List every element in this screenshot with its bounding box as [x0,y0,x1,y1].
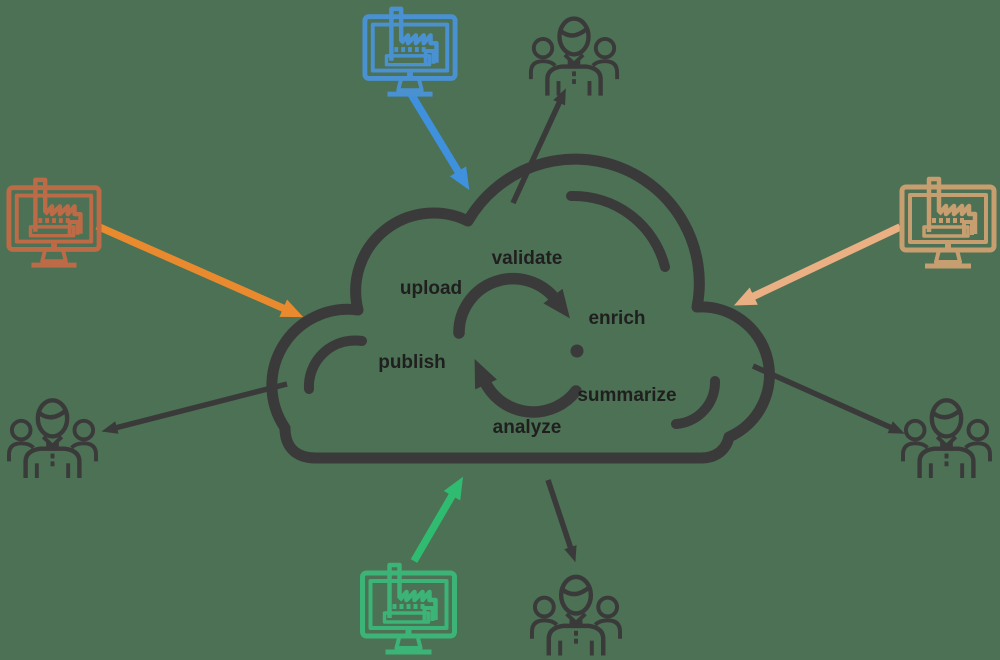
cloud-inner-arc-right [671,376,721,429]
arrow-source-top [407,92,470,191]
step-label-analyze: analyze [493,417,562,438]
step-label-upload: upload [400,278,462,299]
step-label-validate: validate [492,248,563,269]
arrow-source-bottom [410,476,464,563]
cloud-inner-arc-top-right [566,190,670,272]
sync-arrow-top [453,272,570,339]
arrow-source-right [733,223,902,306]
arrow-consumer-bottom [545,479,577,563]
arrow-consumer-top [510,88,566,205]
sync-dot [570,344,584,358]
step-label-publish: publish [378,352,446,373]
step-label-summarize: summarize [577,385,676,406]
arrow-consumer-right [751,363,905,434]
sync-arrow-bottom [474,359,582,418]
arrow-source-left [95,222,304,318]
sync-cycle-icon [453,272,584,418]
step-label-enrich: enrich [588,308,645,329]
arrow-consumer-left [101,381,288,434]
cloud-inner-arc-left [303,335,367,394]
